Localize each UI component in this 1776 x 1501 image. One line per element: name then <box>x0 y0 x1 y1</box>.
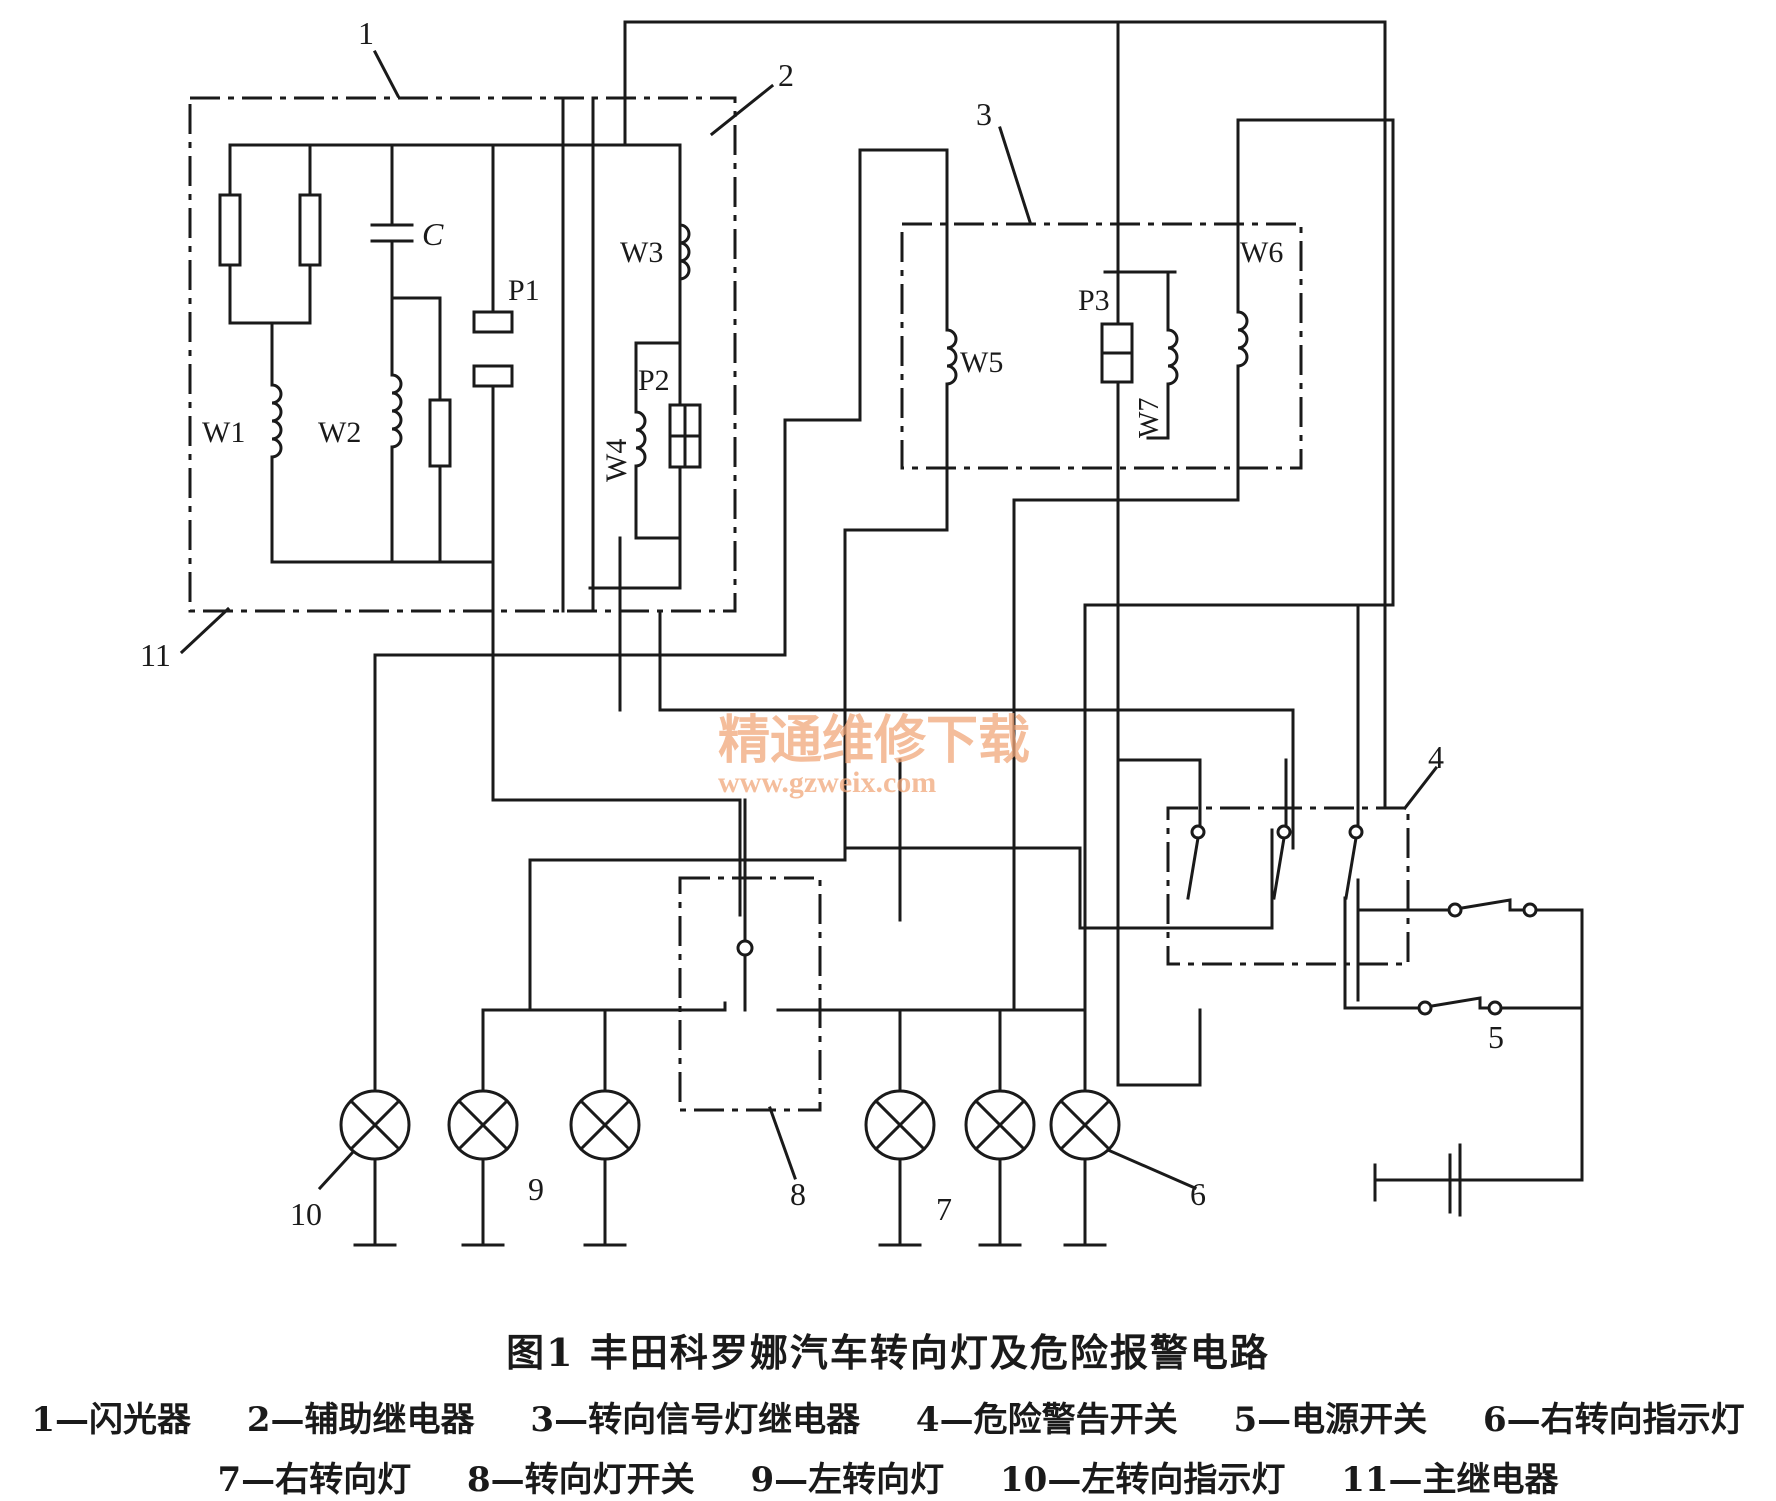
callout-8: 8 <box>790 1176 806 1212</box>
flasher-circuit <box>218 96 742 917</box>
main-relay-boundary <box>188 96 737 613</box>
legend-item: 11—主继电器 <box>1341 1460 1559 1500</box>
label-p3: P3 <box>1078 284 1110 317</box>
legend-item: 3—转向信号灯继电器 <box>530 1400 861 1440</box>
lamp-6 <box>1049 1089 1121 1247</box>
label-capacitor: C <box>422 216 444 252</box>
callout-leaders <box>179 49 1439 1191</box>
legend-item: 2—辅助继电器 <box>246 1400 475 1440</box>
callout-3: 3 <box>976 96 992 132</box>
callout-6: 6 <box>1190 1176 1206 1212</box>
callout-7: 7 <box>936 1191 952 1227</box>
callout-10: 10 <box>290 1196 322 1232</box>
label-w1: W1 <box>202 416 245 449</box>
legend-item: 8—转向灯开关 <box>466 1460 695 1500</box>
legend-item: 10—左转向指示灯 <box>1000 1460 1286 1500</box>
watermark-cn: 精通维修下载 <box>718 712 1030 770</box>
label-w7: W7 <box>1134 398 1165 438</box>
legend-item: 7—右转向灯 <box>217 1460 412 1500</box>
hazard-switch-boundary <box>1166 806 1410 966</box>
interconnect-wiring <box>373 20 1395 1092</box>
callout-11: 11 <box>140 637 171 673</box>
legend-item: 4—危险警告开关 <box>915 1400 1178 1440</box>
legend-item: 6—右转向指示灯 <box>1482 1400 1745 1440</box>
callout-9: 9 <box>528 1171 544 1207</box>
label-w5: W5 <box>960 346 1003 379</box>
label-p2: P2 <box>638 364 670 397</box>
callout-5: 5 <box>1488 1019 1504 1055</box>
turn-switch-and-bus <box>481 798 1202 1097</box>
hazard-switch-contacts <box>1116 603 1584 1182</box>
legend-line-1: 1—闪光器 2—辅助继电器 3—转向信号灯继电器 4—危险警告开关 5—电源开关… <box>0 1392 1776 1441</box>
legend-line-2: 7—右转向灯 8—转向灯开关 9—左转向灯 10—左转向指示灯 11—主继电器 <box>0 1452 1776 1501</box>
lamp-10 <box>339 1089 411 1247</box>
lamp-9-a <box>447 1089 519 1247</box>
label-w3: W3 <box>620 236 663 269</box>
label-w2: W2 <box>318 416 361 449</box>
turn-signal-relay-boundary <box>900 222 1303 470</box>
label-w6: W6 <box>1240 236 1283 269</box>
turn-switch-boundary <box>678 876 822 1112</box>
turn-signal-relay-circuit <box>945 270 1249 927</box>
legend-item: 9—左转向灯 <box>750 1460 945 1500</box>
callout-1: 1 <box>358 15 374 51</box>
battery <box>1373 902 1538 1217</box>
label-w4: W4 <box>600 439 633 482</box>
lamp-7-b <box>964 1089 1036 1247</box>
watermark-url: www.gzweix.com <box>718 766 936 799</box>
figure-title: 图1 丰田科罗娜汽车转向灯及危险报警电路 <box>506 1330 1270 1375</box>
callout-2: 2 <box>778 57 794 93</box>
legend-item: 1—闪光器 <box>31 1400 192 1440</box>
label-p1: P1 <box>508 274 540 307</box>
lamp-7-a <box>864 1089 936 1247</box>
callout-4: 4 <box>1428 739 1444 775</box>
legend-item: 5—电源开关 <box>1233 1400 1428 1440</box>
lamp-9-b <box>569 1089 641 1247</box>
